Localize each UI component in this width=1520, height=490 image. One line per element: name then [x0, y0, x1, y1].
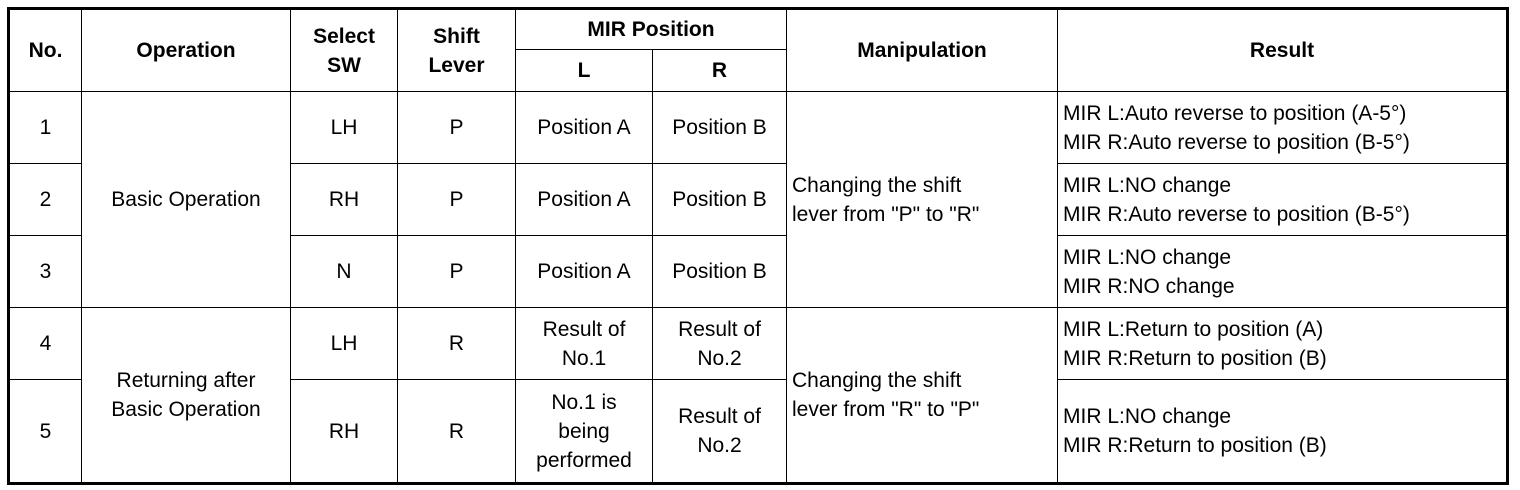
- result-line: MIR L:NO change: [1063, 173, 1232, 197]
- operation-line: Basic Operation: [111, 398, 261, 421]
- mir-r-line: Result of: [678, 405, 761, 428]
- cell-no: 1: [8, 91, 82, 164]
- cell-mir-l: Position A: [515, 235, 653, 308]
- header-shift-lever: Shift Lever: [397, 8, 516, 92]
- mir-r-line: Position B: [672, 116, 767, 139]
- mirror-operation-table: No. Operation Select SW Shift Lever MIR …: [7, 7, 1510, 485]
- header-mir-position: MIR Position: [514, 8, 788, 50]
- result-line: MIR R:Return to position (B): [1063, 434, 1327, 457]
- header-row-1: No. Operation Select SW Shift Lever MIR …: [8, 8, 1509, 92]
- header-mir-r: R: [651, 49, 788, 92]
- cell-no: 2: [8, 163, 82, 236]
- result-line: MIR R:NO change: [1063, 274, 1235, 298]
- header-select-sw-line: Select: [313, 24, 375, 48]
- cell-no: 4: [8, 307, 82, 380]
- cell-result: MIR L:Return to position (A) MIR R:Retur…: [1057, 307, 1509, 380]
- cell-no: 3: [8, 235, 82, 308]
- mir-r-line: Position B: [672, 188, 767, 211]
- cell-manipulation: Changing the shift lever from "P" to "R": [786, 91, 1059, 308]
- table-row: 3 N P Position A Position B MIR L:NO cha…: [8, 235, 1509, 308]
- cell-mir-r: Result of No.2: [651, 307, 788, 380]
- table-row: 1 Basic Operation LH P Position A Positi…: [8, 91, 1509, 308]
- cell-result: MIR L:NO change MIR R:NO change: [1057, 235, 1509, 308]
- manipulation-line: lever from "P" to "R": [792, 202, 980, 226]
- table-row: 2 RH P Position A Position B MIR L:NO ch…: [8, 163, 1509, 236]
- cell-operation: Basic Operation: [81, 91, 291, 308]
- operation-line: Returning after: [116, 369, 256, 392]
- cell-mir-r: Position B: [651, 91, 788, 164]
- table-row: 5 RH R No.1 is being performed Result of…: [8, 379, 1509, 484]
- header-select-sw: Select SW: [290, 8, 398, 92]
- header-shift-lever-line: Lever: [428, 53, 485, 77]
- manipulation-line: Changing the shift: [792, 369, 962, 392]
- mir-r-line: No.2: [697, 434, 742, 457]
- table-container: No. Operation Select SW Shift Lever MIR …: [7, 7, 1510, 485]
- header-manipulation: Manipulation: [786, 8, 1059, 92]
- mir-r-line: Result of: [678, 317, 761, 341]
- cell-mir-r: Result of No.2: [651, 379, 788, 484]
- mir-l-line: Position A: [537, 260, 631, 283]
- cell-result: MIR L:NO change MIR R:Auto reverse to po…: [1057, 163, 1509, 236]
- table-row: 4 Returning after Basic Operation LH R R…: [8, 307, 1509, 484]
- cell-select-sw: N: [290, 235, 398, 308]
- header-shift-lever-line: Shift: [433, 24, 480, 48]
- mir-r-line: Position B: [672, 260, 767, 283]
- cell-mir-r: Position B: [651, 235, 788, 308]
- cell-mir-r: Position B: [651, 163, 788, 236]
- header-select-sw-line: SW: [327, 53, 361, 77]
- result-line: MIR R:Auto reverse to position (B-5°): [1063, 202, 1410, 226]
- cell-mir-l: Position A: [515, 163, 653, 236]
- cell-no: 5: [8, 379, 82, 484]
- manipulation-line: lever from "R" to "P": [792, 398, 980, 421]
- mir-l-line: performed: [536, 448, 632, 472]
- cell-result: MIR L:Auto reverse to position (A-5°) MI…: [1057, 91, 1509, 164]
- cell-shift-lever: P: [397, 235, 516, 308]
- cell-shift-lever: P: [397, 91, 516, 164]
- mir-l-line: No.1: [561, 346, 607, 370]
- result-line: MIR L:Return to position (A): [1063, 317, 1324, 341]
- header-result: Result: [1057, 8, 1509, 92]
- cell-select-sw: RH: [290, 379, 398, 484]
- header-mir-l: L: [515, 49, 653, 92]
- cell-select-sw: RH: [290, 163, 398, 236]
- header-operation: Operation: [81, 8, 291, 92]
- manipulation-line: Changing the shift: [792, 173, 962, 197]
- mir-l-line: No.1 is: [551, 390, 617, 414]
- mir-l-line: being: [558, 419, 610, 443]
- mir-l-line: Position A: [537, 188, 631, 211]
- cell-shift-lever: R: [397, 379, 516, 484]
- cell-result: MIR L:NO change MIR R:Return to position…: [1057, 379, 1509, 484]
- mir-r-line: No.2: [697, 346, 742, 370]
- header-no: No.: [8, 8, 82, 92]
- result-line: MIR L:Auto reverse to position (A-5°): [1063, 101, 1407, 125]
- header-row-2: L R: [9, 49, 1508, 92]
- operation-line: Basic Operation: [111, 188, 261, 211]
- mir-l-line: Position A: [537, 116, 631, 139]
- result-line: MIR R:Auto reverse to position (B-5°): [1063, 130, 1410, 154]
- cell-mir-l: Position A: [515, 91, 653, 164]
- cell-manipulation: Changing the shift lever from "R" to "P": [786, 307, 1059, 484]
- cell-mir-l: Result of No.1: [515, 307, 653, 380]
- result-line: MIR R:Return to position (B): [1063, 346, 1327, 370]
- mir-l-line: Result of: [542, 317, 626, 341]
- cell-select-sw: LH: [290, 307, 398, 380]
- cell-shift-lever: R: [397, 307, 516, 380]
- cell-operation: Returning after Basic Operation: [81, 307, 291, 484]
- cell-select-sw: LH: [290, 91, 398, 164]
- cell-mir-l: No.1 is being performed: [515, 379, 653, 484]
- cell-shift-lever: P: [397, 163, 516, 236]
- result-line: MIR L:NO change: [1063, 405, 1232, 428]
- result-line: MIR L:NO change: [1063, 245, 1232, 269]
